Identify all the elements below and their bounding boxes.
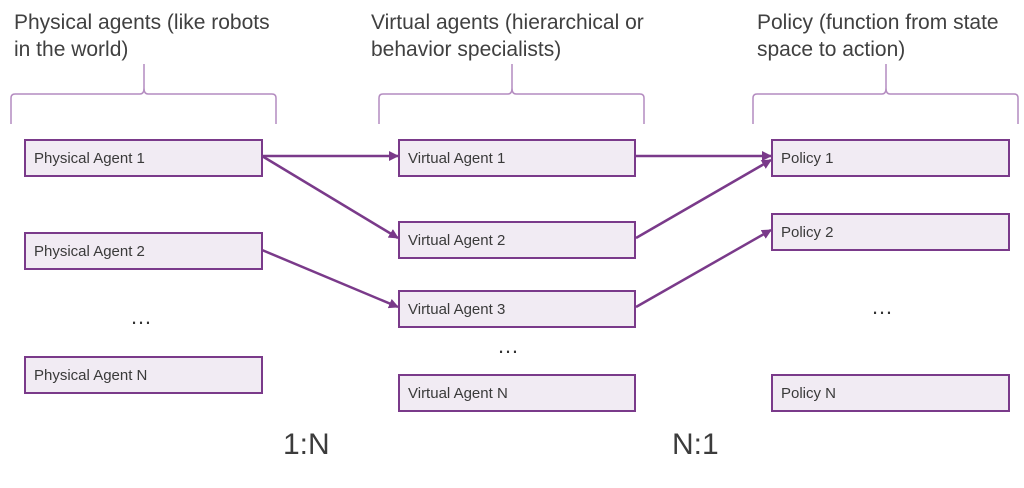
- policy-heading: Policy (function from state space to act…: [757, 11, 999, 61]
- policy-box: Policy 2: [771, 213, 1010, 251]
- policy-box: Policy 1: [771, 139, 1010, 177]
- virtual-agents-heading: Virtual agents (hierarchical or behavior…: [371, 11, 644, 61]
- virtual-agent-box: Virtual Agent 1: [398, 139, 636, 177]
- physical-brace: [10, 64, 277, 124]
- arrow-physical1-virtual2: [261, 154, 399, 240]
- arrow-virtual2-policy1: [635, 158, 772, 240]
- policy-box: Policy N: [771, 374, 1010, 412]
- physical-agent-box: Physical Agent 2: [24, 232, 263, 270]
- policy-brace: [752, 64, 1019, 124]
- policy-ellipsis: …: [871, 294, 894, 319]
- physical-agent-box: Physical Agent 1: [24, 139, 263, 177]
- physical-agent-box: Physical Agent N: [24, 356, 263, 394]
- physical-ellipsis: …: [130, 304, 153, 329]
- virtual-ellipsis: …: [497, 333, 520, 358]
- arrow-physical2-virtual3: [261, 248, 399, 309]
- virtual-brace: [378, 64, 645, 124]
- virtual-agent-box: Virtual Agent 3: [398, 290, 636, 328]
- ratio-one-to-n: 1:N: [283, 428, 330, 461]
- virtual-agent-box: Virtual Agent N: [398, 374, 636, 412]
- ratio-n-to-one: N:1: [672, 428, 719, 461]
- virtual-agent-box: Virtual Agent 2: [398, 221, 636, 259]
- arrow-virtual3-policy2: [635, 228, 772, 309]
- physical-agents-heading: Physical agents (like robots in the worl…: [14, 11, 270, 61]
